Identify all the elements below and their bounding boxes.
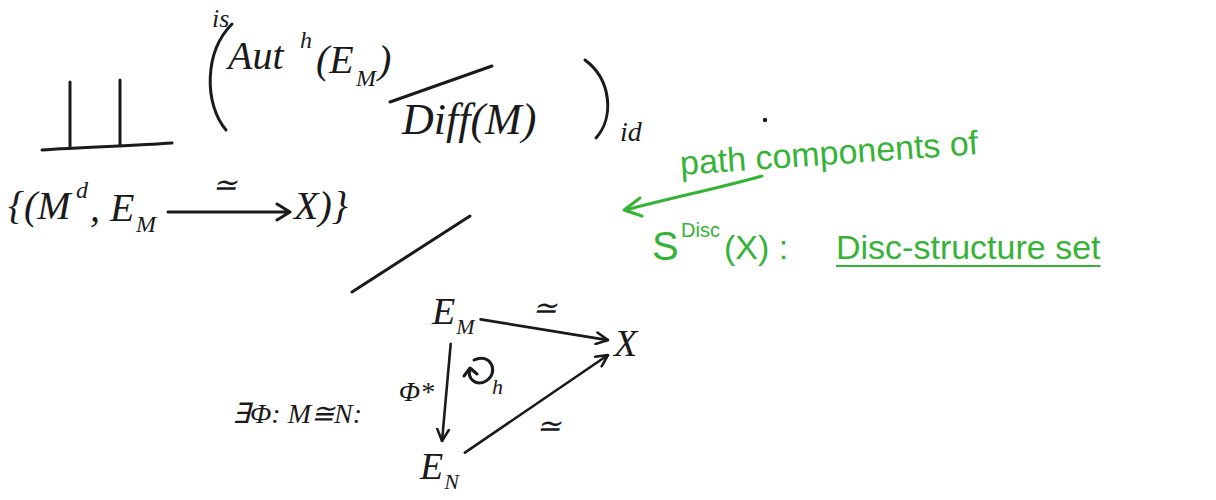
arrow-label: Φ* [397,378,436,406]
stray-dot [763,118,767,122]
object-name: X [614,324,637,362]
arrow-label: ≃ [212,170,237,200]
coproduct-symbol [42,80,172,150]
superscript: is [212,6,229,32]
subscript: M [136,212,156,236]
math-symbol: , E [90,188,134,228]
math-symbol: X)} [294,186,348,226]
annotation-symbol: S [652,226,679,266]
quotient-slash [352,216,470,292]
equivalence-arrow [168,204,290,220]
right-parenthesis [585,60,608,138]
math-statement: ∃Φ: M≅N: [232,400,362,428]
annotation-term: Disc-structure set [836,230,1101,264]
subscript: M [456,316,474,338]
annotation-symbol: (X) : [724,230,788,264]
diagram-object: EN [418,445,461,495]
object-name: E [420,447,443,485]
math-symbol: ) [378,40,391,80]
superscript: d [76,178,88,202]
math-symbol: {(M [8,186,71,226]
subscript: h [492,376,503,398]
diagram-object: X [612,322,639,364]
annotation-arrow [624,176,762,216]
object-name: E [432,292,455,330]
superscript: Disc [681,220,720,240]
quotient-slash [390,66,492,102]
subscript: M [356,66,376,90]
arrow-label: ≃ [530,293,559,323]
diagram-object: EM [430,290,477,340]
math-symbol: (E [316,40,354,80]
arrow-label: ≃ [534,411,563,441]
homotopy-curl [464,358,493,383]
annotation-note: path components of [679,125,979,180]
subscript: id [620,118,642,146]
operator-name: Aut [228,36,284,76]
arrow-connector [442,344,451,441]
superscript: h [300,28,312,52]
subscript: N [444,471,459,493]
group-name: Diff(M) [402,98,536,142]
arrow-connector [465,355,608,453]
